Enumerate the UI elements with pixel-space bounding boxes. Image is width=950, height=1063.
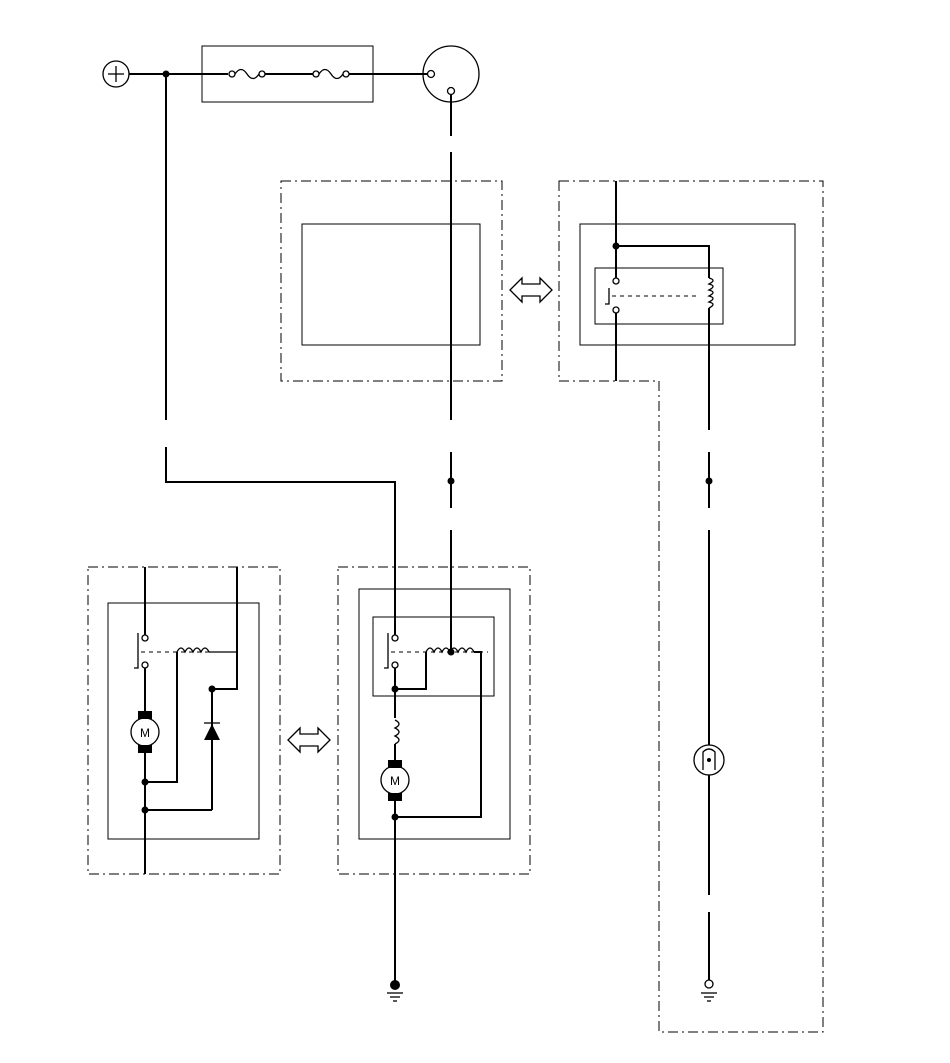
- switch-contact: [612, 306, 620, 314]
- motor-module-left: [87, 566, 281, 875]
- control-module-upper: [280, 180, 503, 382]
- ground-icon: [387, 980, 403, 1002]
- coil-icon: [393, 719, 400, 745]
- splice-node: [447, 648, 455, 656]
- splice-node: [447, 477, 455, 485]
- motor-module-center: [337, 566, 531, 875]
- coil-icon: [176, 647, 210, 654]
- fuse-icon: [228, 68, 266, 80]
- splice-node: [705, 477, 713, 485]
- motor-icon: M: [130, 711, 160, 753]
- double-arrow-icon: [287, 726, 331, 754]
- splice-node: [391, 813, 399, 821]
- diode-icon: [204, 722, 220, 740]
- connector-icon: [422, 45, 480, 103]
- motor-icon: M: [380, 760, 410, 801]
- switch-contact: [391, 634, 399, 642]
- switch-contact: [391, 661, 399, 669]
- motor-label: M: [140, 726, 150, 740]
- relay-icon: [372, 616, 495, 697]
- lamp-icon: [693, 744, 725, 776]
- feed-wire-relay: [165, 447, 396, 635]
- switch-contact: [612, 277, 620, 285]
- double-arrow-icon: [509, 276, 553, 304]
- motor-label: M: [390, 774, 400, 788]
- relay-icon: [594, 267, 724, 325]
- switch-contact: [141, 661, 149, 669]
- coil-icon: [707, 277, 714, 309]
- fuse-icon: [312, 68, 350, 80]
- ground-icon: [701, 979, 717, 1002]
- battery-positive-terminal: [102, 60, 130, 88]
- splice-node: [141, 778, 149, 786]
- switch-contact: [141, 634, 149, 642]
- relay-module-upper-right: [558, 180, 824, 1033]
